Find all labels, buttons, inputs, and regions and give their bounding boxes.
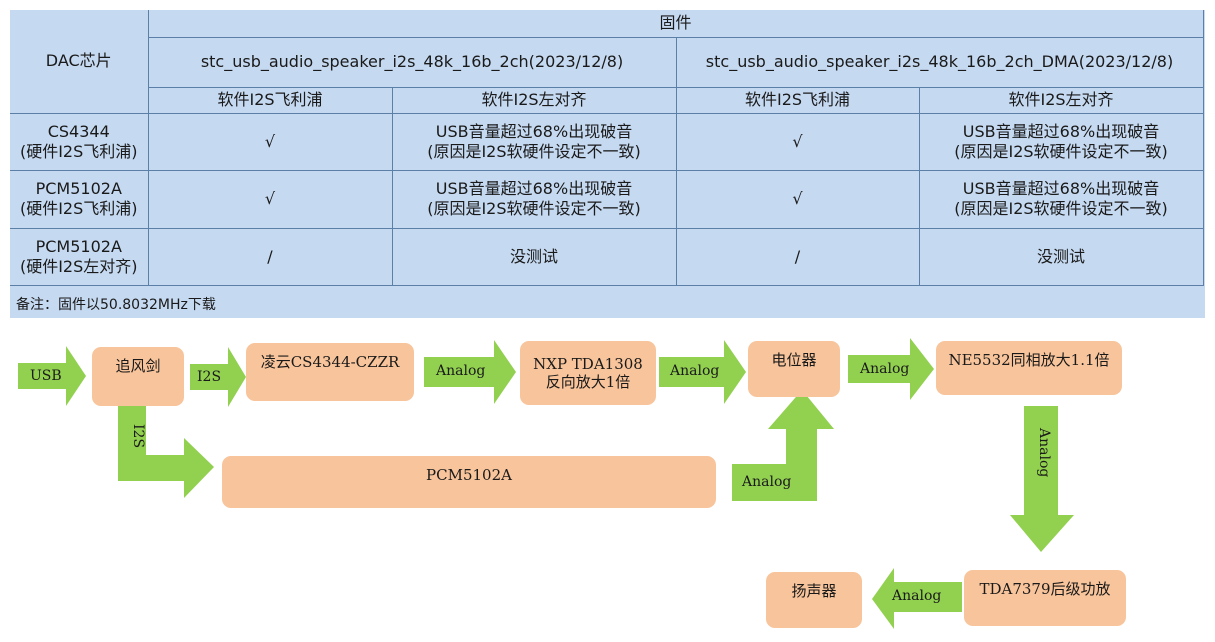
firmware-compat-table-panel: DAC芯片 固件 stc_usb_audio_speaker_i2s_48k_1…	[10, 10, 1205, 318]
cell: USB音量超过68%出现破音 (原因是I2S软硬件设定不一致)	[391, 112, 677, 171]
cell: √	[147, 112, 393, 171]
cell: √	[147, 169, 393, 229]
cell: √	[675, 112, 920, 171]
label-analog-3: Analog	[860, 361, 910, 377]
box-lingyun-cs4344: 凌云CS4344-CZZR	[246, 343, 414, 401]
arrow-analog-down	[1010, 406, 1074, 552]
cell: 没测试	[918, 227, 1204, 286]
box-pcm5102a: PCM5102A	[222, 456, 716, 508]
table-row: PCM5102A (硬件I2S左对齐) / 没测试 / 没测试	[10, 227, 1204, 286]
arrow-analog-left	[872, 568, 962, 629]
arrow-analog-1	[424, 340, 516, 404]
arrow-analog-2	[659, 340, 746, 404]
box-ne5532: NE5532同相放大1.1倍	[936, 341, 1122, 395]
table-note: 备注：固件以50.8032MHz下载	[16, 297, 216, 313]
cell: USB音量超过68%出现破音 (原因是I2S软硬件设定不一致)	[918, 169, 1204, 229]
header-sub-fw2-left: 软件I2S左对齐	[918, 86, 1204, 114]
arrow-usb	[18, 346, 86, 406]
cell: 没测试	[391, 227, 677, 286]
box-speaker: 扬声器	[766, 572, 862, 628]
label-analog-2: Analog	[670, 363, 720, 379]
cell: /	[147, 227, 393, 286]
row-dac: PCM5102A (硬件I2S飞利浦)	[10, 169, 149, 229]
cell: √	[675, 169, 920, 229]
firmware-compat-table: DAC芯片 固件 stc_usb_audio_speaker_i2s_48k_1…	[10, 10, 1204, 286]
arrows-layer	[18, 338, 1074, 629]
box-tda7379: TDA7379后级功放	[964, 570, 1126, 626]
arrow-analog-3	[848, 338, 934, 400]
label-analog-up: Analog	[742, 474, 792, 490]
header-sub-fw1-philips: 软件I2S飞利浦	[147, 86, 393, 114]
box-tda1308: NXP TDA1308 反向放大1倍	[520, 341, 656, 405]
label-i2s-1: I2S	[197, 369, 222, 385]
header-sub-fw2-philips: 软件I2S飞利浦	[675, 86, 920, 114]
header-sub-fw1-left: 软件I2S左对齐	[391, 86, 677, 114]
cell: USB音量超过68%出现破音 (原因是I2S软硬件设定不一致)	[391, 169, 677, 229]
table-row: CS4344 (硬件I2S飞利浦) √ USB音量超过68%出现破音 (原因是I…	[10, 112, 1204, 171]
label-usb: USB	[30, 368, 62, 384]
label-analog-1: Analog	[436, 363, 486, 379]
header-fw1: stc_usb_audio_speaker_i2s_48k_16b_2ch(20…	[147, 36, 677, 88]
row-dac: CS4344 (硬件I2S飞利浦)	[10, 112, 149, 171]
row-dac: PCM5102A (硬件I2S左对齐)	[10, 227, 149, 286]
box-potentiometer: 电位器	[748, 341, 840, 397]
cell: /	[675, 227, 920, 286]
arrow-i2s-2	[118, 406, 214, 498]
label-analog-left: Analog	[892, 588, 942, 604]
label-analog-down: Analog	[1036, 428, 1052, 478]
arrow-i2s-1	[190, 347, 246, 407]
label-i2s-2: I2S	[130, 424, 146, 449]
header-fw2: stc_usb_audio_speaker_i2s_48k_16b_2ch_DM…	[675, 36, 1204, 88]
arrow-analog-up	[732, 390, 834, 501]
header-dac: DAC芯片	[10, 10, 149, 114]
table-row: PCM5102A (硬件I2S飞利浦) √ USB音量超过68%出现破音 (原因…	[10, 169, 1204, 229]
cell: USB音量超过68%出现破音 (原因是I2S软硬件设定不一致)	[918, 112, 1204, 171]
header-firmware: 固件	[147, 10, 1204, 38]
signal-flow-diagram: 追风剑 凌云CS4344-CZZR NXP TDA1308 反向放大1倍 电位器…	[0, 320, 1215, 642]
box-zhuifengjian: 追风剑	[92, 347, 184, 406]
